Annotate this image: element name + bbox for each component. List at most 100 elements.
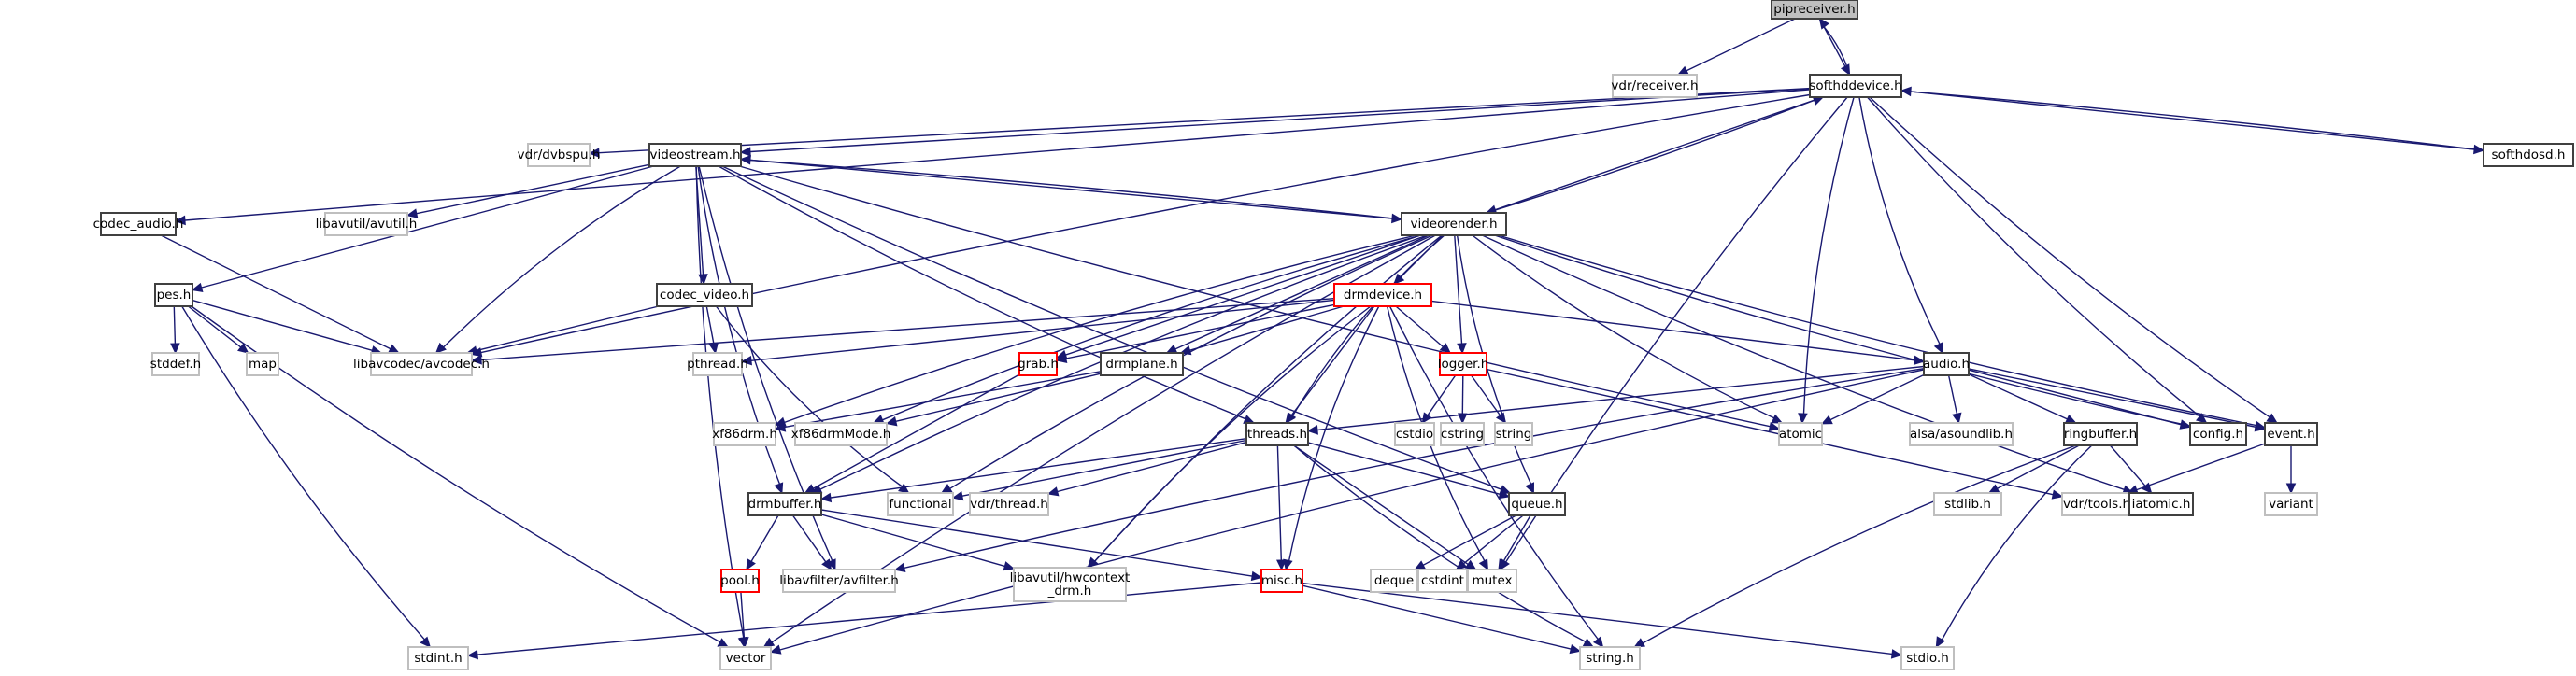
node-logger[interactable]: logger.h: [1438, 352, 1489, 376]
node-alsa: alsa/asoundlib.h: [1909, 422, 2014, 446]
node-label: vdr/thread.h: [970, 497, 1048, 512]
node-box: [1612, 74, 1698, 98]
arrowhead-icon: [1820, 415, 1833, 425]
edge-line: [1065, 303, 1335, 359]
node-pes[interactable]: pes.h: [154, 283, 193, 307]
edge-misc-to-stdint: [466, 582, 1262, 660]
edge-event-to-variant: [2285, 445, 2297, 495]
edge-line: [749, 88, 1811, 153]
node-box: [1013, 567, 1127, 602]
node-codec-audio[interactable]: codec_audio.h: [93, 212, 184, 236]
node-libavutil-avutil: libavutil/avutil.h: [316, 212, 417, 236]
arrowhead-icon: [434, 342, 447, 354]
edge-softhdosd-to-softhddevice: [1900, 86, 2484, 151]
edge-line: [749, 159, 1402, 220]
node-label: libavcodec/avcodec.h: [353, 357, 490, 372]
edge-line: [1288, 305, 1380, 561]
edge-softhddevice-to-config: [1866, 96, 2208, 424]
edge-line: [1869, 96, 2270, 418]
node-stdio: stdio.h: [1900, 646, 1955, 670]
arrowhead-icon: [420, 636, 432, 648]
edge-videostream-to-libavcodec: [434, 165, 681, 354]
edge-line: [1057, 441, 1247, 493]
edge-line: [1430, 300, 1915, 361]
arrowhead-icon: [1933, 342, 1943, 355]
edge-drmplane-to-xf86drmMode: [885, 373, 1102, 427]
arrowhead-icon: [774, 482, 784, 495]
edge-line: [1947, 374, 1958, 415]
node-softhddevice[interactable]: softhddevice.h: [1809, 74, 1902, 98]
edge-threads-to-vdr_thread: [1046, 441, 1247, 497]
node-label: stdlib.h: [1944, 497, 1991, 512]
node-label: videostream.h: [649, 148, 740, 162]
node-label: functional: [889, 497, 951, 512]
node-pool[interactable]: pool.h: [720, 569, 760, 593]
node-config[interactable]: config.h: [2189, 422, 2247, 446]
arrowhead-icon: [1987, 484, 2000, 494]
edge-line: [1302, 584, 1572, 650]
node-videostream[interactable]: videostream.h: [648, 143, 742, 167]
node-pipreceiver[interactable]: pipreceiver.h: [1771, 0, 1858, 20]
edge-ringbuffer-to-stdio: [1935, 444, 2093, 649]
node-deque: deque: [1370, 569, 1418, 593]
edge-audio-to-vector: [769, 369, 1925, 655]
node-threads[interactable]: threads.h: [1245, 422, 1309, 446]
node-label: vdr/receiver.h: [1611, 78, 1698, 93]
edge-threads-to-queue: [1307, 442, 1511, 500]
arrowhead-icon: [1464, 559, 1477, 570]
node-pthread: pthread.h: [687, 352, 748, 376]
node-label: drmplane.h: [1105, 357, 1177, 372]
edge-line: [1968, 369, 2182, 426]
node-audio[interactable]: audio.h: [1923, 352, 1970, 376]
edge-drmplane-to-xf86drm: [774, 371, 1102, 432]
node-label: pes.h: [157, 288, 192, 303]
node-box: [100, 212, 177, 236]
node-softhdosd[interactable]: softhdosd.h: [2483, 143, 2574, 167]
node-box: [1900, 646, 1955, 670]
arrowhead-icon: [1306, 425, 1318, 435]
node-drmplane[interactable]: drmplane.h: [1100, 352, 1184, 376]
node-label: stdio.h: [1906, 651, 1949, 666]
node-drmbuffer[interactable]: drmbuffer.h: [747, 492, 822, 516]
node-label: codec_audio.h: [93, 217, 184, 232]
node-box: [2264, 492, 2318, 516]
edge-videostream-to-atomic: [739, 165, 1781, 432]
arrowhead-icon: [1439, 343, 1452, 354]
node-box: [1778, 422, 1823, 446]
edge-line: [1276, 444, 1282, 561]
node-codec-video[interactable]: codec_video.h: [656, 283, 753, 307]
edge-line: [1427, 374, 1457, 416]
edge-line: [1642, 444, 2077, 644]
node-string-h: string.h: [1579, 646, 1641, 670]
node-label: queue.h: [1511, 497, 1562, 512]
node-box: [1100, 352, 1184, 376]
edge-audio-to-ringbuffer: [1968, 373, 2077, 424]
edge-line: [1388, 305, 1599, 640]
node-drmdevice[interactable]: drmdevice.h: [1333, 283, 1432, 307]
node-misc[interactable]: misc.h: [1260, 569, 1303, 593]
edge-softhddevice-to-softhdosd: [1900, 90, 2485, 155]
node-box: [151, 352, 200, 376]
edge-line: [1866, 96, 2200, 417]
edge-line: [784, 234, 1416, 424]
edge-line: [1968, 368, 2256, 428]
node-queue[interactable]: queue.h: [1508, 492, 1566, 516]
edge-codec_video-to-pthread: [705, 305, 719, 355]
node-box: [1440, 422, 1485, 446]
edge-drmdevice-to-pthread: [740, 299, 1335, 366]
edge-logger-to-cstring: [1458, 374, 1468, 425]
node-vdr-receiver: vdr/receiver.h: [1611, 74, 1699, 98]
node-ringbuffer[interactable]: ringbuffer.h: [2063, 422, 2138, 446]
edge-line: [1858, 96, 1941, 345]
node-videorender[interactable]: videorender.h: [1401, 212, 1507, 236]
node-stdint: stdint.h: [407, 646, 469, 670]
arrowhead-icon: [1498, 489, 1511, 500]
arrowhead-icon: [739, 147, 751, 157]
edge-line: [416, 163, 650, 215]
node-box: [1245, 422, 1309, 446]
arrowhead-icon: [1771, 414, 1784, 424]
node-event[interactable]: event.h: [2264, 422, 2318, 446]
node-grab[interactable]: grab.h: [1018, 352, 1059, 376]
node-iatomic[interactable]: iatomic.h: [2128, 492, 2194, 516]
arrowhead-icon: [1478, 558, 1488, 571]
